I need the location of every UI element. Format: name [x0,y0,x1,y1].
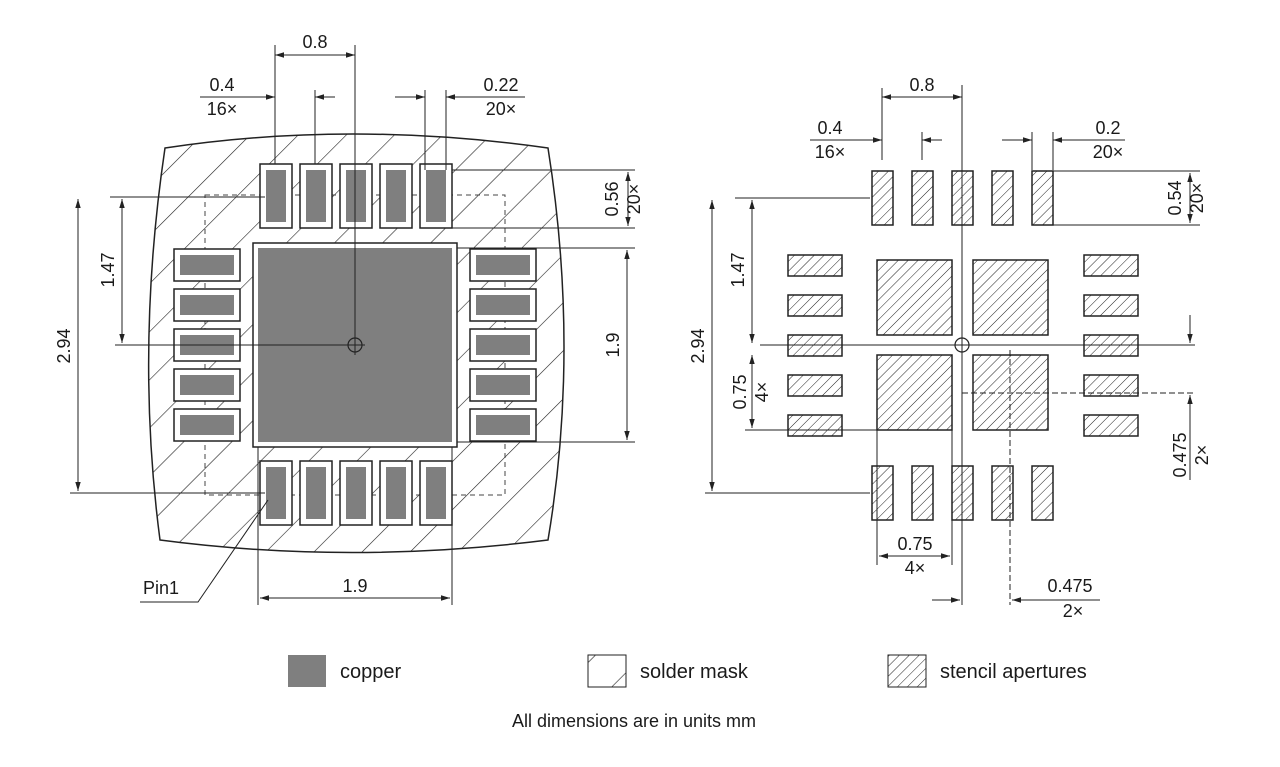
right-aperture-alt-width-label: 0.2 [1095,118,1120,138]
left-pad-length-count: 20× [624,184,644,215]
left-view-copper-mask [147,133,565,554]
right-aperture-width-count: 16× [815,142,846,162]
left-pad-length-label: 0.56 [602,181,622,216]
left-pad-width-label: 0.4 [209,75,234,95]
right-split-offset-label: 0.475 [1170,432,1190,477]
left-exposed-pad-height-label: 1.9 [603,332,623,357]
legend-solder-mask-swatch [587,654,627,688]
right-aperture-alt-width-count: 20× [1093,142,1124,162]
legend-stencil-swatch [887,654,927,688]
right-view-stencil [760,85,1195,605]
right-aperture-length-label: 0.54 [1165,180,1185,215]
pin1-label: Pin1 [143,578,179,598]
left-dimensions: 0.8 0.4 16× 0.22 20× 0.56 20× 1.47 2.94 [54,32,644,605]
right-center-mark [760,85,1195,605]
bottom-split-offset-count: 2× [1063,601,1084,621]
legend-stencil-label: stencil apertures [940,661,1087,683]
left-full-span-label: 2.94 [54,328,74,363]
right-pads [469,248,537,442]
right-split-offset-count: 2× [1192,445,1212,466]
right-dimensions: 0.8 0.4 16× 0.2 20× 0.54 20× 1.47 2.94 0… [688,75,1212,621]
bottom-split-offset-label: 0.475 [1047,576,1092,596]
right-split-pad-size-label: 0.75 [730,374,750,409]
right-aperture-width-label: 0.4 [817,118,842,138]
legend-copper-label: copper [340,661,401,683]
legend: copper solder mask stencil apertures [288,654,1087,688]
right-split-pad-size-count: 4× [752,382,772,403]
left-apertures [787,254,843,437]
bottom-split-size-label: 0.75 [897,534,932,554]
center-split-apertures [876,259,1049,431]
right-pitch-label: 0.8 [909,75,934,95]
top-pads [259,163,453,229]
legend-copper-swatch [288,655,326,687]
left-pad-width-count: 16× [207,99,238,119]
left-pad-alt-width-label: 0.22 [483,75,518,95]
top-apertures [871,170,1054,226]
right-half-span-label: 1.47 [728,252,748,287]
left-exposed-pad-width-label: 1.9 [342,576,367,596]
left-half-span-label: 1.47 [98,252,118,287]
units-footnote: All dimensions are in units mm [512,711,756,731]
bottom-split-size-count: 4× [905,558,926,578]
bottom-pads [259,460,453,526]
right-aperture-length-count: 20× [1187,183,1207,214]
legend-solder-mask-label: solder mask [640,661,749,683]
left-pad-alt-width-count: 20× [486,99,517,119]
left-pitch-label: 0.8 [302,32,327,52]
right-full-span-label: 2.94 [688,328,708,363]
